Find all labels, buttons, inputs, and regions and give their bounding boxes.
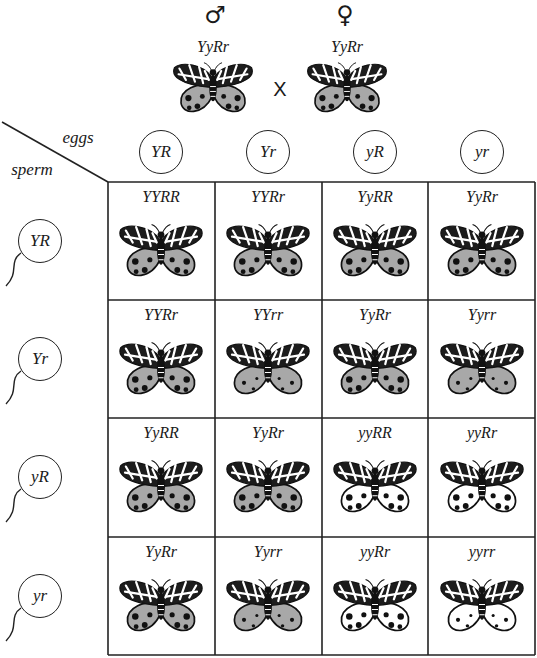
gamete-label: Yr	[32, 349, 48, 369]
offspring-genotype: yyRr	[360, 543, 390, 561]
gamete-label: yR	[31, 467, 49, 487]
offspring-moth	[439, 458, 525, 518]
offspring-genotype: YyRr	[252, 424, 284, 442]
offspring-moth	[118, 458, 204, 518]
offspring-genotype: YYRR	[142, 188, 179, 206]
offspring-genotype: Yyrr	[254, 543, 282, 561]
axis-label: eggs	[62, 128, 93, 148]
offspring-moth	[225, 577, 311, 637]
sperm-tails	[6, 253, 21, 641]
sperm-circle: Yr	[18, 337, 62, 381]
offspring-moth	[225, 340, 311, 400]
sperm-circle: yR	[18, 455, 62, 499]
offspring-genotype: YyRR	[357, 188, 393, 206]
egg-circle: yR	[353, 130, 397, 174]
parent-moth	[306, 60, 388, 118]
gamete-label: Yr	[260, 142, 276, 162]
offspring-genotype: yyRr	[467, 424, 497, 442]
axis-label: sperm	[11, 160, 53, 180]
gamete-label: YR	[151, 142, 171, 162]
offspring-genotype: Yyrr	[468, 306, 496, 324]
offspring-moth	[332, 577, 418, 637]
offspring-moth	[225, 458, 311, 518]
gamete-label: yr	[33, 586, 47, 606]
offspring-moth	[439, 222, 525, 282]
offspring-moth	[118, 340, 204, 400]
offspring-moth	[332, 458, 418, 518]
offspring-moth	[118, 222, 204, 282]
offspring-moth	[332, 340, 418, 400]
offspring-genotype: YyRr	[466, 188, 498, 206]
offspring-moth	[439, 577, 525, 637]
offspring-moth	[332, 222, 418, 282]
offspring-moth	[439, 340, 525, 400]
offspring-genotype: YyRR	[143, 424, 179, 442]
gamete-label: yR	[366, 142, 384, 162]
offspring-genotype: YYRr	[251, 188, 285, 206]
egg-circle: YR	[139, 130, 183, 174]
gamete-label: yr	[475, 142, 489, 162]
egg-circle: Yr	[246, 130, 290, 174]
offspring-moth	[225, 222, 311, 282]
offspring-genotype: YYrr	[253, 306, 283, 324]
sperm-circle: yr	[18, 574, 62, 618]
sperm-circle: YR	[18, 219, 62, 263]
offspring-moth	[118, 577, 204, 637]
parent-genotype: YyRr	[197, 38, 229, 56]
offspring-genotype: YyRr	[145, 543, 177, 561]
female-symbol: ♀	[336, 2, 354, 30]
cross-sign: X	[273, 78, 286, 101]
offspring-genotype: YyRr	[359, 306, 391, 324]
gamete-label: YR	[30, 231, 50, 251]
offspring-genotype: YYRr	[144, 306, 178, 324]
offspring-genotype: yyrr	[469, 543, 496, 561]
parent-moth	[172, 60, 254, 118]
parent-genotype: YyRr	[331, 38, 363, 56]
offspring-genotype: yyRR	[358, 424, 392, 442]
male-symbol: ♂	[204, 2, 226, 30]
egg-circle: yr	[460, 130, 504, 174]
